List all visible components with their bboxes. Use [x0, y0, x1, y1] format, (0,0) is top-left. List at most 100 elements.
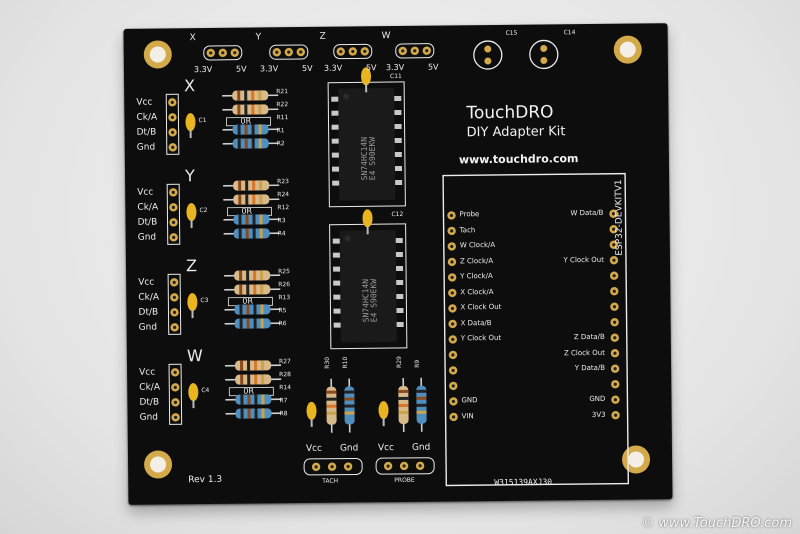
inverter-chip	[339, 230, 397, 343]
zero-ohm-label: 0R	[242, 296, 254, 306]
chip-date-code: E4 S90EKW	[367, 136, 378, 181]
connector-resistor-ref: R10	[341, 356, 350, 369]
header-3v3-label: 3.3V	[323, 63, 343, 73]
header-3v3-label: 3.3V	[259, 64, 279, 74]
board-title: TouchDRO	[466, 102, 554, 124]
connector-name: PROBE	[394, 476, 415, 485]
header-5v-label: 5V	[365, 63, 377, 73]
board-subtitle: DIY Adapter Kit	[466, 124, 566, 141]
axis-header-outline	[168, 363, 183, 425]
esp32-right-pin-label: Y Data/B	[574, 363, 606, 373]
resistor-ref-label: R3	[277, 217, 286, 225]
axis-pin-label: Vcc	[139, 367, 156, 378]
header-5v-label: 5V	[301, 63, 313, 73]
axis-pin-label: Dt/B	[138, 307, 159, 318]
axis-capacitor	[186, 203, 197, 222]
esp32-right-pin-label: Y Clock Out	[563, 255, 605, 264]
decoupling-capacitor	[361, 67, 372, 86]
esp32-left-pin-label: GND	[461, 396, 478, 405]
resistor-ref-label: R12	[277, 204, 290, 212]
esp32-left-pin-label: W Clock/A	[459, 240, 496, 250]
header-outline	[333, 43, 373, 60]
resistor-ref-label: R25	[278, 268, 290, 276]
axis-header-outline	[166, 183, 181, 245]
resistor-ref-label: R11	[276, 114, 289, 122]
capacitor-label: C3	[200, 296, 209, 305]
header-axis-label: Z	[319, 31, 326, 42]
axis-pin-label: Dt/B	[139, 397, 160, 408]
chip-date-code: E4 S90EKW	[369, 278, 379, 323]
header-outline	[395, 43, 435, 59]
c15-label: C15	[505, 29, 518, 37]
axis-pin-label: Gnd	[138, 322, 158, 333]
resistor-ref-label: R2	[276, 140, 285, 148]
axis-pin-label: Dt/B	[137, 217, 158, 228]
axis-pin-label: Vcc	[137, 187, 154, 198]
connector-name: TACH	[322, 477, 339, 485]
decoupling-capacitor	[362, 209, 373, 228]
header-axis-label: Y	[255, 32, 262, 43]
esp32-module-label: ESP32-DEVKITV1	[614, 179, 625, 256]
zero-ohm-label: 0R	[241, 206, 253, 216]
serial-number: W315139AXJ30	[494, 477, 553, 488]
resistor-ref-label: R14	[279, 384, 292, 392]
esp32-left-pin-label: Probe	[459, 210, 480, 219]
esp32-left-pin-label: VIN	[461, 411, 474, 420]
esp32-left-pin-label: Y Clock Out	[460, 333, 502, 343]
esp32-right-pin-label: Z Data/B	[573, 332, 605, 342]
connector-capacitor	[378, 401, 389, 420]
connector-outline	[303, 457, 363, 476]
axis-pin-label: Vcc	[138, 277, 155, 288]
axis-capacitor	[188, 383, 199, 402]
esp32-left-pin-label: Y Clock/A	[460, 272, 493, 281]
axis-pin-label: Dt/B	[136, 127, 157, 138]
pcb-board: TouchDRO DIY Adapter Kit www.touchdro.co…	[123, 23, 673, 505]
resistor-ref-label: R13	[278, 294, 291, 302]
esp32-right-pin-label: Z Clock Out	[563, 348, 605, 357]
header-3v3-label: 3.3V	[385, 62, 405, 73]
esp32-left-pin-label: Tach	[459, 225, 476, 234]
resistor-ref-label: R26	[278, 281, 291, 289]
capacitor-label: C2	[199, 206, 208, 215]
resistor-ref-label: R4	[277, 230, 286, 238]
connector-resistor-ref: R29	[395, 356, 404, 369]
header-outline	[269, 44, 309, 60]
resistor-ref-label: R5	[278, 307, 287, 315]
axis-pin-label: Gnd	[136, 142, 156, 153]
esp32-left-pin-label: X Clock Out	[460, 302, 502, 312]
esp32-left-pin-label: Z Clock/A	[459, 256, 494, 265]
esp32-right-pin-label: 3V3	[591, 410, 606, 419]
axis-letter: X	[184, 76, 196, 96]
header-axis-label: W	[381, 31, 391, 42]
axis-pin-label: Ck/A	[138, 292, 160, 303]
capacitor-label: C4	[201, 386, 210, 395]
esp32-right-pin-label: W Data/B	[570, 208, 604, 218]
connector-capacitor	[306, 401, 317, 420]
resistor-ref-label: R27	[278, 358, 291, 366]
resistor-ref-label: R22	[276, 101, 289, 109]
resistor-ref-label: R28	[279, 371, 292, 379]
mounting-hole-bottom-right	[622, 445, 651, 474]
axis-letter: Y	[184, 166, 195, 186]
connector-resistor-ref: R30	[323, 356, 332, 369]
zero-ohm-label: 0R	[240, 116, 252, 126]
c12-label: C12	[391, 210, 404, 219]
watermark: © www.TouchDRO.com	[641, 516, 792, 531]
resistor-ref-label: R23	[277, 178, 289, 186]
resistor-ref-label: R24	[277, 191, 290, 199]
board-url: www.touchdro.com	[458, 152, 579, 167]
connector-gnd-label: Gnd	[411, 442, 431, 453]
pcb-artwork	[143, 35, 651, 487]
axis-pin-label: Ck/A	[136, 112, 158, 123]
esp32-right-pin-label: GND	[589, 394, 606, 404]
connector-gnd-label: Gnd	[339, 443, 359, 454]
connector-outline	[375, 457, 435, 475]
header-3v3-label: 3.3V	[193, 64, 213, 75]
header-5v-label: 5V	[427, 62, 439, 72]
axis-pin-label: Gnd	[137, 232, 157, 243]
inverter-chip	[338, 88, 396, 201]
axis-header-outline	[165, 93, 180, 155]
